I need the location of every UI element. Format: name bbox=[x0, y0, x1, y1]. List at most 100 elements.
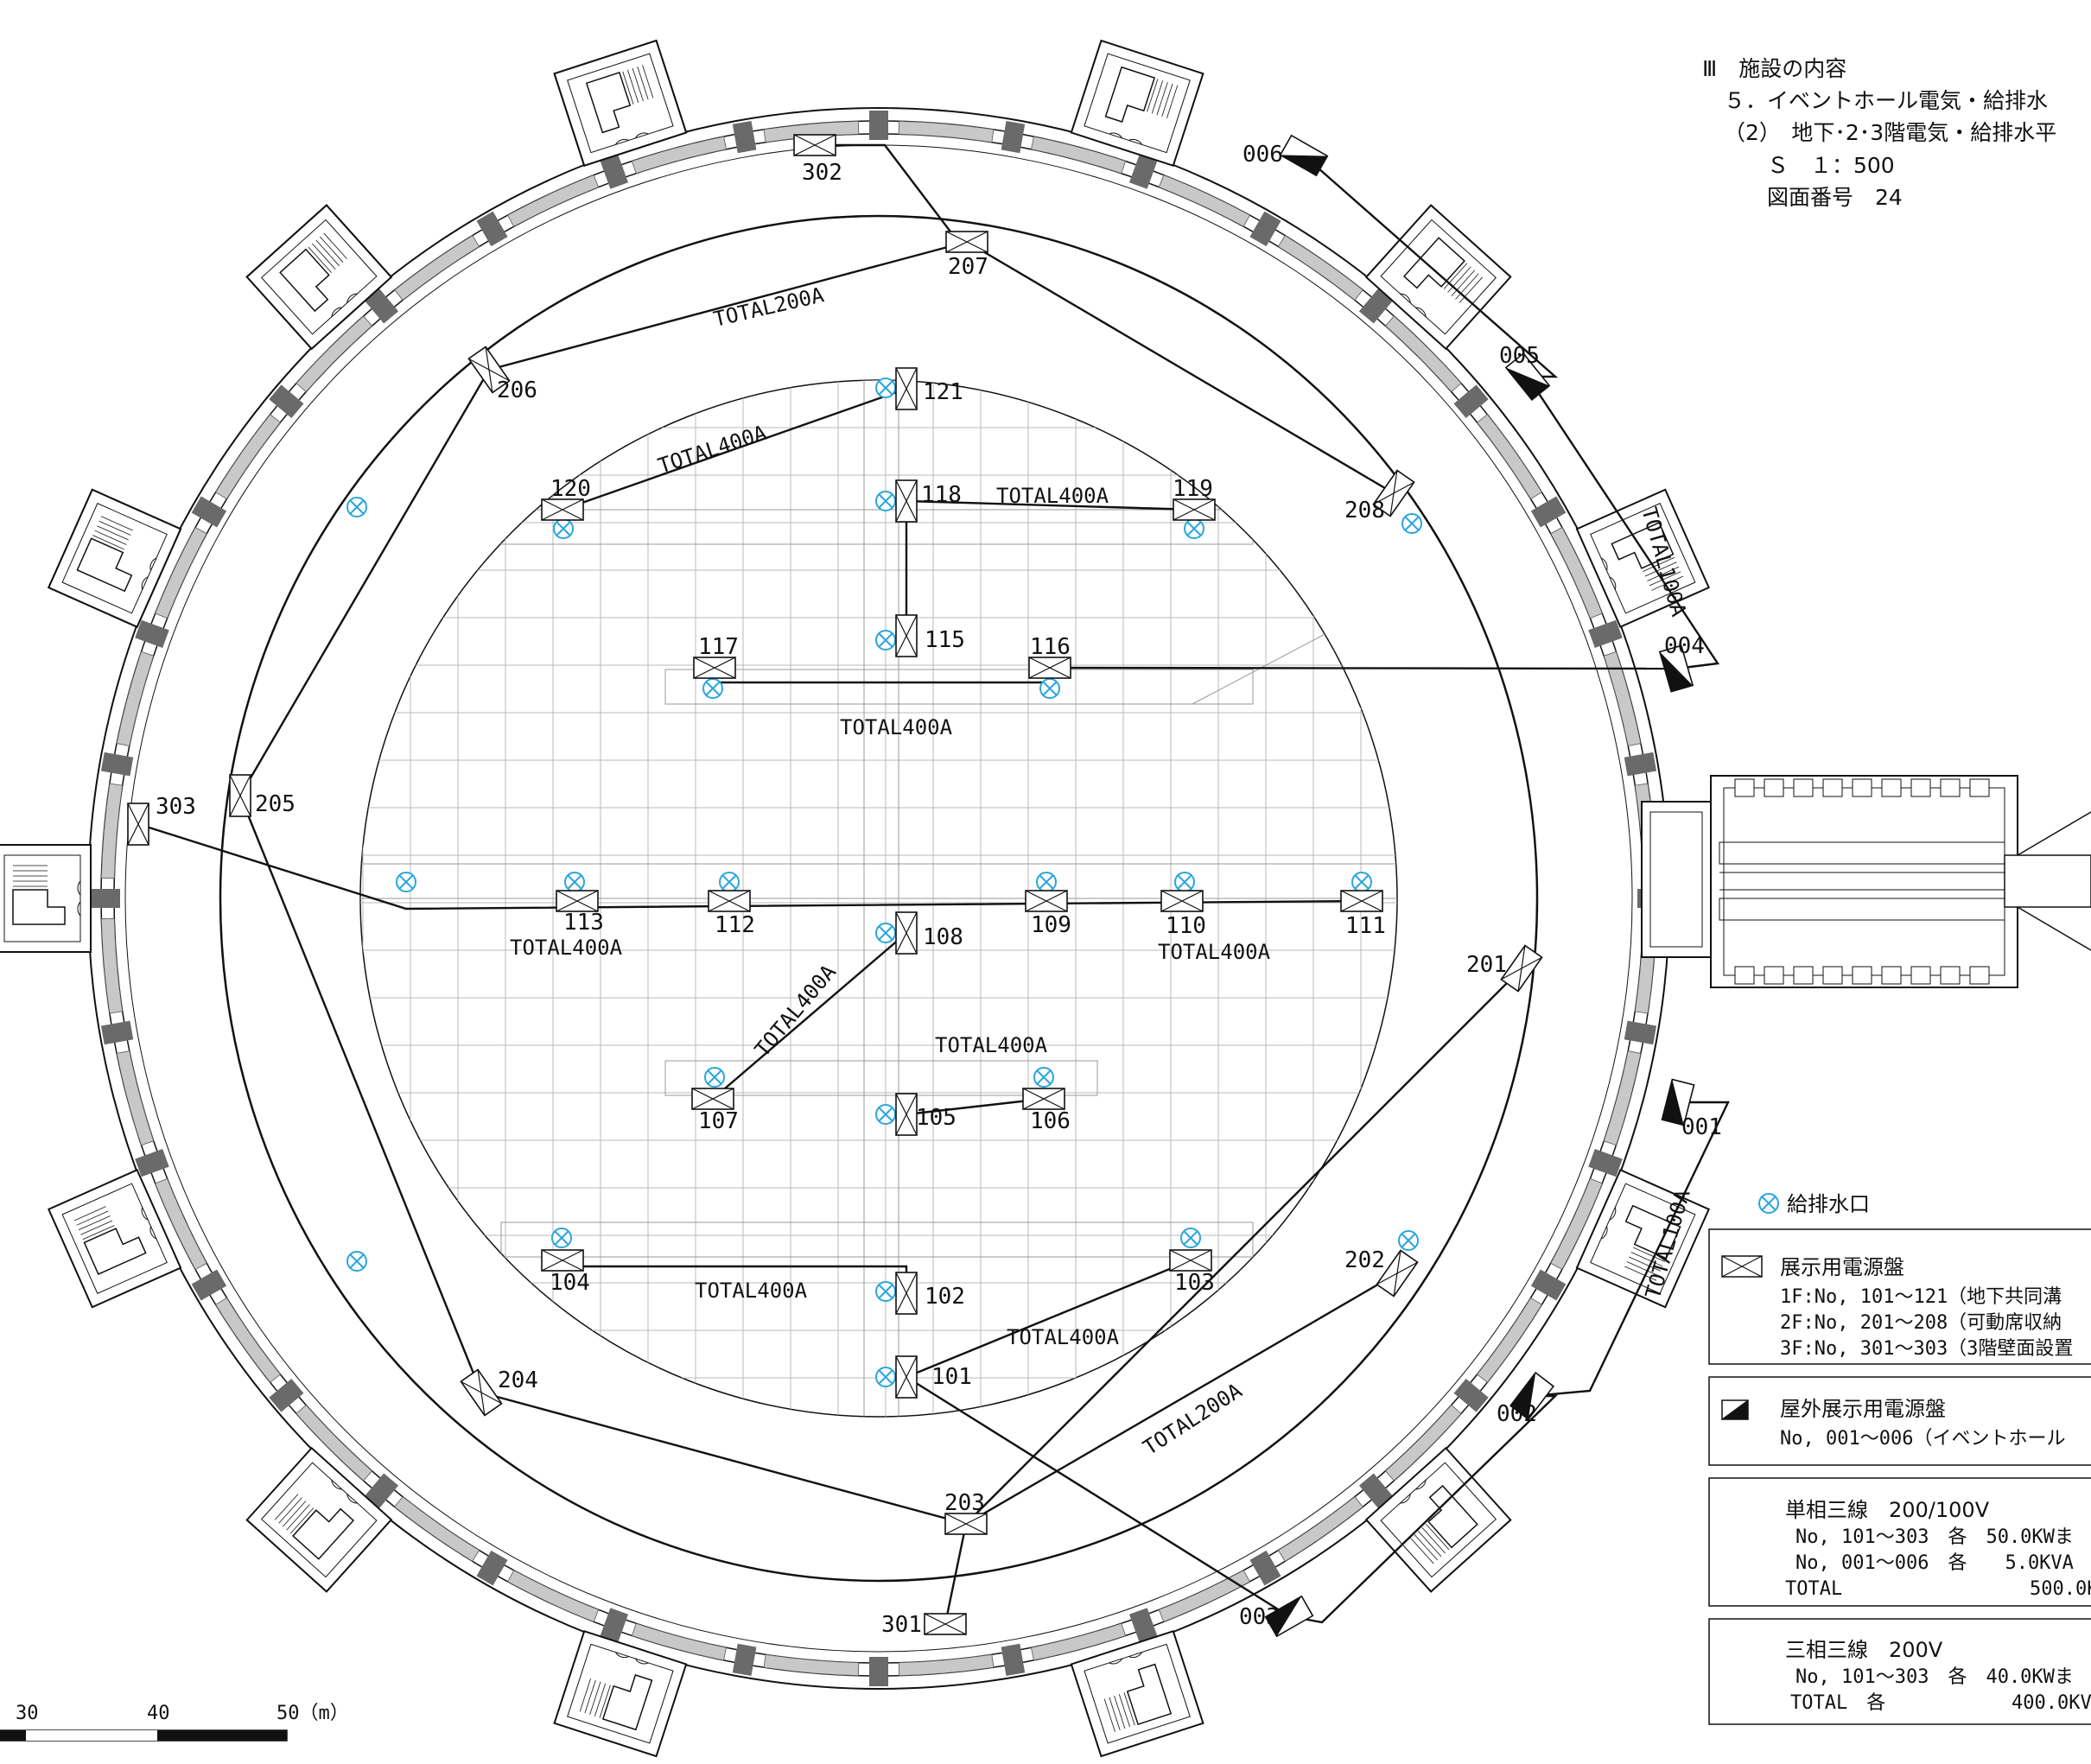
corridor-segment bbox=[394, 235, 480, 301]
entrance-wing bbox=[1641, 775, 2091, 988]
drain-outlet bbox=[1036, 872, 1057, 892]
feeder-line bbox=[712, 932, 907, 1100]
corridor-segment bbox=[898, 120, 995, 143]
legend-panel-1f: 1F:No, 101～121（地下共同溝 bbox=[1780, 1286, 2062, 1308]
power-panel-101 bbox=[895, 1355, 918, 1399]
legend-three-r1: No, 101～303 各 40.0KWま bbox=[1795, 1666, 2074, 1688]
legend-panel-3f: 3F:No, 301～303（3階壁面設置 bbox=[1780, 1338, 2073, 1360]
stair-tower bbox=[47, 1168, 182, 1309]
legend-single-r3a: TOTAL bbox=[1785, 1578, 1842, 1600]
drain-outlet bbox=[1398, 1230, 1419, 1251]
legend-single-r1: No, 101～303 各 50.0KWま bbox=[1795, 1526, 2074, 1548]
corridor-segment bbox=[100, 917, 124, 1014]
title-drawing-no: 図面番号 24 bbox=[1767, 185, 1903, 210]
panel-label-118: 118 bbox=[921, 482, 962, 508]
outdoor-label-006: 006 bbox=[1243, 142, 1283, 168]
panel-label-115: 115 bbox=[925, 627, 965, 653]
power-panel-303 bbox=[127, 803, 149, 846]
power-panel-302 bbox=[793, 134, 836, 156]
drain-outlet bbox=[704, 1067, 725, 1088]
corridor-segment bbox=[1603, 1050, 1642, 1146]
panel-label-207: 207 bbox=[948, 254, 988, 280]
power-panel-105 bbox=[895, 1093, 918, 1136]
power-panel-116 bbox=[1028, 657, 1071, 679]
stair-tower bbox=[553, 39, 688, 168]
feeder-line bbox=[944, 1523, 968, 1625]
drain-outlet bbox=[1401, 513, 1422, 534]
title-line1: Ⅲ 施設の内容 bbox=[1702, 56, 1846, 81]
drain-outlet bbox=[564, 872, 585, 892]
panel-label-208: 208 bbox=[1344, 498, 1385, 523]
corridor-segment bbox=[631, 136, 728, 174]
panel-label-201: 201 bbox=[1466, 952, 1507, 978]
drain-outlet bbox=[719, 872, 740, 892]
drain-legend-icon bbox=[1758, 1193, 1779, 1214]
power-panel-208 bbox=[1372, 469, 1415, 517]
corridor-segment bbox=[1030, 1622, 1127, 1661]
power-panel-202 bbox=[1376, 1249, 1419, 1298]
total-label-t400_117: TOTAL400A bbox=[840, 715, 953, 739]
feeder-line bbox=[562, 387, 907, 511]
legend-outdoor-title: 屋外展示用電源盤 bbox=[1780, 1397, 1946, 1421]
feeder-line bbox=[1531, 1101, 1730, 1398]
feeder-line bbox=[238, 369, 491, 796]
corridor-segment bbox=[296, 1404, 373, 1482]
panel-label-117: 117 bbox=[698, 634, 739, 660]
power-panel-120 bbox=[541, 498, 584, 521]
drain-outlet bbox=[702, 678, 723, 699]
corridor-segment bbox=[1384, 315, 1462, 393]
corridor-segment bbox=[763, 1653, 860, 1677]
drain-outlet bbox=[396, 872, 416, 892]
title-block: Ⅲ 施設の内容 ５．イベントホール電気・給排水 （2） 地下･2･3階電気・給排… bbox=[1702, 56, 2056, 210]
title-line2: ５．イベントホール電気・給排水 bbox=[1724, 88, 2048, 113]
corridor-segment bbox=[215, 414, 281, 500]
legend-three-r2a: TOTAL 各 bbox=[1790, 1692, 1885, 1714]
feeder-line bbox=[815, 143, 959, 243]
corridor-segment bbox=[1477, 414, 1542, 500]
corridor-segment bbox=[100, 783, 124, 879]
corridor-segment bbox=[1030, 136, 1127, 174]
outdoor-panel-006 bbox=[1279, 134, 1329, 177]
corridor-segment bbox=[507, 174, 600, 227]
panel-label-112: 112 bbox=[715, 912, 755, 938]
feeder-line bbox=[906, 1375, 1290, 1618]
stair-tower bbox=[1364, 1446, 1512, 1593]
total-label-t400_106: TOTAL400A bbox=[935, 1033, 1048, 1057]
corridor-segment bbox=[394, 1496, 480, 1562]
corridor-segment bbox=[1603, 650, 1642, 747]
panel-label-119: 119 bbox=[1173, 476, 1213, 502]
power-panel-115 bbox=[895, 614, 918, 657]
feeder-line bbox=[966, 240, 1395, 495]
drain-outlet bbox=[551, 1228, 572, 1248]
total-label-t400_103: TOTAL400A bbox=[1007, 1325, 1120, 1349]
total-label-t400_118: TOTAL400A bbox=[996, 484, 1109, 508]
feeder-line bbox=[965, 968, 1522, 1525]
total-label-t400_110: TOTAL400A bbox=[1158, 940, 1271, 964]
drain-outlet bbox=[875, 491, 896, 511]
power-panel-206 bbox=[467, 346, 511, 394]
drain-outlet bbox=[875, 378, 896, 398]
panel-label-113: 113 bbox=[563, 910, 604, 936]
total-label-t200_bot: TOTAL200A bbox=[1139, 1378, 1247, 1460]
power-panel-203 bbox=[944, 1513, 988, 1535]
power-panel-301 bbox=[924, 1613, 967, 1635]
corridor-segment bbox=[1277, 235, 1363, 301]
panel-label-111: 111 bbox=[1345, 913, 1386, 939]
legend-single-r2: No, 001～006 各 5.0KVA bbox=[1795, 1552, 2074, 1574]
power-panel-108 bbox=[895, 911, 918, 955]
power-panel-112 bbox=[708, 890, 751, 912]
drain-outlets bbox=[346, 378, 1422, 1387]
feeder-line bbox=[906, 499, 1195, 511]
panel-label-202: 202 bbox=[1344, 1247, 1385, 1273]
panel-label-121: 121 bbox=[923, 379, 963, 405]
panel-label-120: 120 bbox=[550, 476, 591, 502]
outdoor-label-005: 005 bbox=[1499, 343, 1540, 369]
outdoor-label-004: 004 bbox=[1664, 633, 1705, 659]
panel-label-105: 105 bbox=[916, 1105, 957, 1131]
feeder-line bbox=[1526, 376, 1720, 670]
corridor-segment bbox=[1277, 1496, 1363, 1562]
power-panel-111 bbox=[1340, 890, 1383, 912]
total-label-t400_104: TOTAL400A bbox=[695, 1279, 808, 1303]
outdoor-panel-004 bbox=[1658, 644, 1694, 693]
corridor-segment bbox=[116, 1050, 155, 1146]
